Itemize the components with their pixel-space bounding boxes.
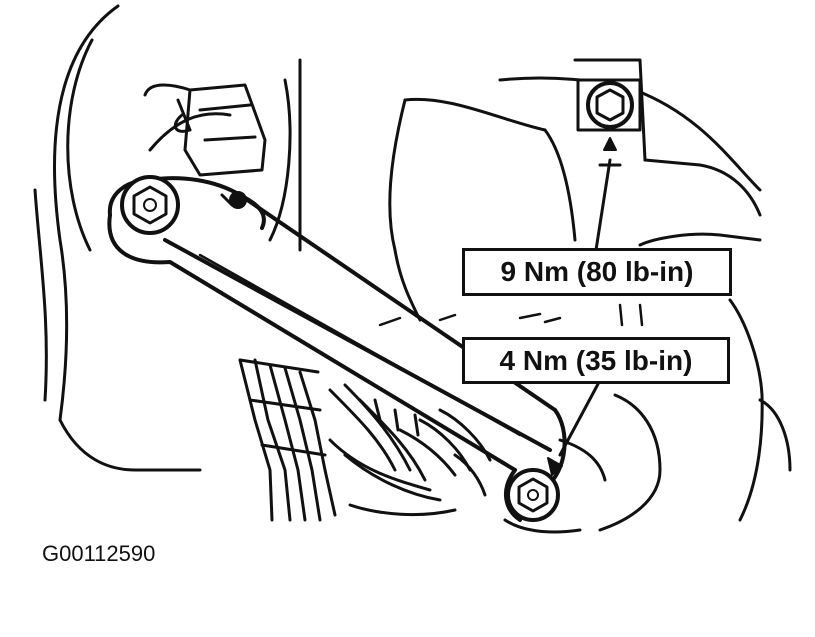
torque-callout-lower: 4 Nm (35 lb-in): [462, 337, 730, 384]
figure-id-label: G00112590: [42, 541, 156, 566]
torque-callout-upper: 9 Nm (80 lb-in): [462, 248, 732, 296]
bolt-left: [120, 175, 180, 235]
leader-arrow-lower: [547, 382, 600, 476]
leader-arrow-upper: [594, 137, 622, 252]
detail-strokes: [378, 303, 644, 327]
bolt-lower: [506, 468, 560, 522]
bolt-upper: [576, 78, 642, 132]
fastener-small: [220, 191, 247, 209]
wiring-harness: [238, 358, 492, 522]
sensor-block: [173, 83, 267, 177]
